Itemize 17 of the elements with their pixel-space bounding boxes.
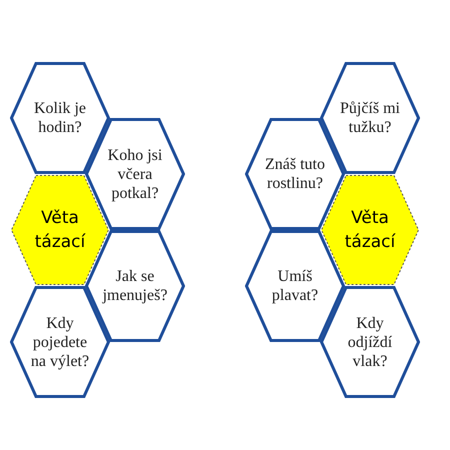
hexagon (85, 118, 185, 230)
hexagon (85, 230, 185, 342)
question-text: Kdy pojedete na výlet? (30, 314, 90, 370)
hexagon (10, 62, 110, 174)
heading-text: Věta tázací (344, 207, 396, 254)
question-text: Kdy odjíždí vlak? (346, 314, 394, 370)
question-text: Umíš plavat? (270, 267, 320, 305)
hexagon (320, 286, 420, 398)
center-hexagon (10, 174, 110, 286)
question-text: Koho jsi včera potkal? (106, 146, 164, 202)
question-text: Půjčíš mi tužku? (338, 99, 401, 137)
question-text: Kolik je hodin? (33, 99, 87, 137)
heading-text: Věta tázací (34, 207, 86, 254)
hexagon (245, 118, 345, 230)
question-text: Jak se jmenuješ? (101, 267, 168, 305)
question-text: Znáš tuto rostlinu? (264, 155, 326, 193)
hexagon (245, 230, 345, 342)
